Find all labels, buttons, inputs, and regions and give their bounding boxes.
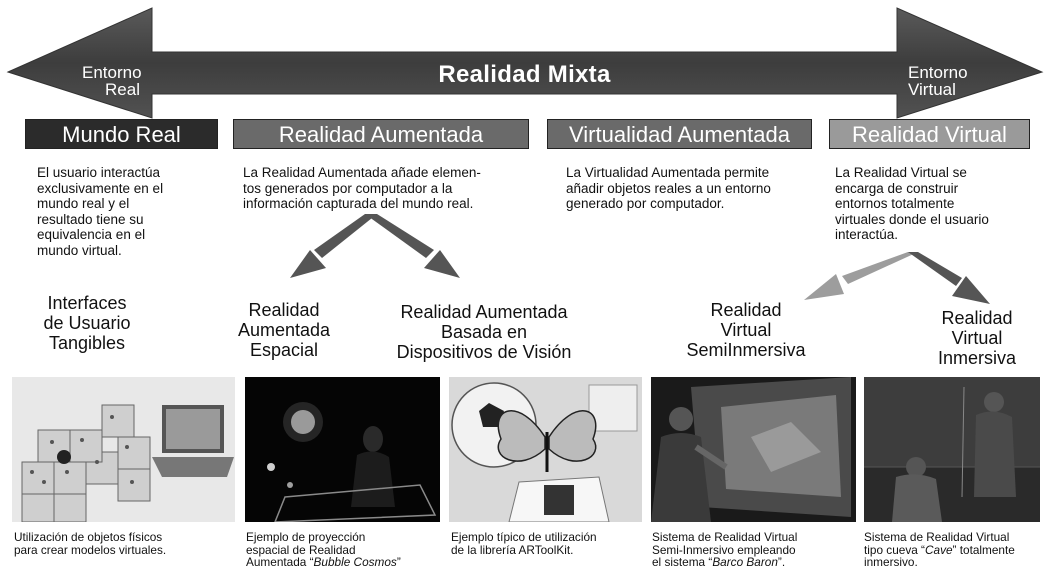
desc-line: virtuales donde el usuario [835,211,989,227]
vr-branch-left-shaft [842,252,918,284]
ar-branch-right-shaft [365,214,434,258]
caption-emphasis: Bubble Cosmos [313,555,397,569]
barco-baron-photo [651,377,856,522]
desc-line: resultado tiene su [37,211,144,227]
desc-line: entornos totalmente [835,196,955,211]
category-realidad-aumentada: Realidad Aumentada [233,119,529,149]
caption-text: ”. [777,555,786,569]
sub-line: Interfaces [47,293,127,313]
caption-text: el sistema “ [652,555,713,569]
right-end-line-1: Entorno [908,63,968,82]
sub-line: Virtual [720,320,772,340]
ar-branch-right-head [424,250,460,278]
desc-line: La Virtualidad Aumentada permite [566,165,770,180]
desc-line: interactúa. [835,227,899,242]
caption-text: ” [396,555,401,569]
caption-line: para crear modelos virtuales. [14,542,167,557]
caption-line: Ejemplo de proyección [246,530,366,544]
desc-line: mundo real y el [37,196,130,211]
subcategory-ar-spatial: Realidad Aumentada Espacial [224,300,344,360]
left-end-line-2: Real [105,80,140,99]
desc-line: añadir objetos reales a un entorno [566,180,771,196]
left-end-line-1: Entorno [82,63,142,82]
description-realidad-aumentada: La Realidad Aumentada añade elemen- tos … [243,165,481,212]
sub-line: Espacial [249,340,319,360]
desc-line: equivalencia en el [37,227,146,242]
subcategory-tangible-interfaces: Interfaces de Usuario Tangibles [20,293,154,353]
desc-line: La Realidad Virtual se [835,165,967,180]
tangible-cubes-photo [12,377,235,522]
caption-line: de la librería ARToolKit. [451,542,574,557]
subcategory-vr-immersive: Realidad Virtual Inmersiva [922,308,1032,368]
caption-bubble-cosmos: Ejemplo de proyección espacial de Realid… [246,531,401,569]
sub-line: Dispositivos de Visión [396,342,572,362]
sub-line: Realidad Aumentada [400,302,568,322]
vr-branch-right-head [952,276,990,304]
category-realidad-virtual: Realidad Virtual [829,119,1030,149]
category-mundo-real: Mundo Real [25,119,218,149]
caption-line: el sistema “Barco Baron”. [652,556,797,569]
ar-branch-left-head [290,250,326,278]
description-virtualidad-aumentada: La Virtualidad Aumentada permite añadir … [566,165,771,212]
sub-line: Realidad [248,300,320,320]
caption-barco-baron: Sistema de Realidad Virtual Semi-Inmersi… [652,531,797,569]
vr-branch-left-head [804,274,844,300]
mixed-reality-double-arrow [6,7,1044,119]
caption-line: espacial de Realidad [246,542,356,557]
description-mundo-real: El usuario interactúa exclusivamente en … [37,165,163,258]
vr-branch-right-shaft [908,252,962,286]
artoolkit-butterfly-photo [449,377,642,522]
sub-line: Realidad [941,308,1013,328]
caption-cave: Sistema de Realidad Virtual tipo cueva “… [864,531,1015,569]
caption-line: Ejemplo típico de utilización [451,530,597,544]
caption-line: Aumentada “Bubble Cosmos” [246,556,401,569]
sub-line: Basada en [440,322,528,342]
vr-branch-arrows [804,252,990,304]
caption-text: Aumentada “ [246,555,314,569]
caption-emphasis: Cave [924,542,953,557]
sub-line: Aumentada [237,320,331,340]
caption-artoolkit: Ejemplo típico de utilización de la libr… [451,531,597,556]
desc-line: mundo virtual. [37,242,122,258]
sub-line: Tangibles [48,333,126,353]
sub-line: Inmersiva [937,348,1017,368]
caption-tangible: Utilización de objetos físicos para crea… [14,531,166,556]
caption-line: tipo cueva “Cave” totalmente [864,542,1015,557]
caption-line: Sistema de Realidad Virtual [652,530,798,544]
caption-text: tipo cueva “ [864,542,925,557]
sub-line: Virtual [951,328,1003,348]
sub-line: de Usuario [43,313,131,333]
sub-line: SemiInmersiva [686,340,806,360]
desc-line: exclusivamente en el [37,180,164,196]
bubble-cosmos-photo [245,377,440,522]
ar-branch-arrows [290,214,460,278]
arrow-title: Realidad Mixta [438,61,611,88]
caption-line: Semi-Inmersivo empleando [652,542,796,557]
subcategory-ar-vision-devices: Realidad Aumentada Basada en Dispositivo… [378,302,590,362]
caption-line: Utilización de objetos físicos [14,530,163,544]
right-end-label: Entorno Virtual [908,64,968,98]
caption-line: inmersivo. [864,555,918,569]
subcategory-vr-semi-immersive: Realidad Virtual SemiInmersiva [666,300,826,360]
cave-immersive-photo [864,377,1040,522]
desc-line: El usuario interactúa [37,165,161,180]
desc-line: La Realidad Aumentada añade elemen- [243,165,481,180]
sub-line: Realidad [710,300,782,320]
caption-line: Sistema de Realidad Virtual [864,530,1010,544]
category-virtualidad-aumentada: Virtualidad Aumentada [547,119,812,149]
ar-branch-left-shaft [314,214,377,258]
description-realidad-virtual: La Realidad Virtual se encarga de constr… [835,165,989,243]
right-end-line-2: Virtual [908,80,956,99]
caption-emphasis: Barco Baron [712,555,778,569]
desc-line: información capturada del mundo real. [243,196,474,211]
desc-line: generado por computador. [566,196,725,211]
desc-line: tos generados por computador a la [243,180,453,196]
desc-line: encarga de construir [835,180,959,196]
caption-text: ” totalmente [952,542,1015,557]
left-end-label: Entorno Real [82,63,142,99]
